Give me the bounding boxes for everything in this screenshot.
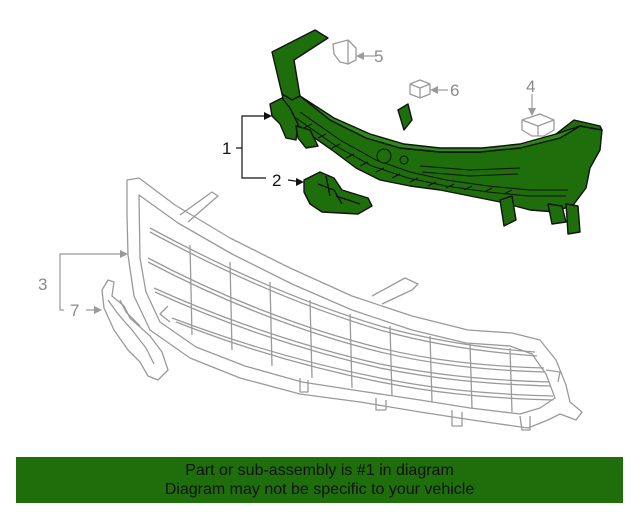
callout-5: 5	[374, 47, 383, 66]
bracket-part-7[interactable]	[101, 279, 169, 381]
callout-2: 2	[272, 171, 281, 190]
callout-1: 1	[222, 139, 231, 158]
callout-3: 3	[38, 275, 47, 294]
grille-frame-part-1[interactable]	[269, 29, 603, 235]
callout-6: 6	[450, 81, 459, 100]
clip-part-5[interactable]	[332, 39, 357, 65]
clip-part-6[interactable]	[409, 79, 431, 99]
leader-arrows	[264, 112, 304, 186]
bracket-part-2[interactable]	[303, 171, 373, 215]
parts-diagram: 1 2 3 4 5 6 7	[38, 29, 603, 431]
callout-7: 7	[70, 301, 79, 320]
info-banner: Part or sub-assembly is #1 in diagram Di…	[16, 457, 623, 503]
grille-frame-details	[295, 111, 568, 197]
leader-arrows-faded	[94, 52, 536, 314]
grille-part-3[interactable]	[126, 177, 583, 431]
banner-line-1: Part or sub-assembly is #1 in diagram	[185, 462, 454, 479]
banner-line-2: Diagram may not be specific to your vehi…	[164, 481, 475, 498]
clip-part-4[interactable]	[521, 113, 555, 137]
callout-4: 4	[526, 77, 535, 96]
